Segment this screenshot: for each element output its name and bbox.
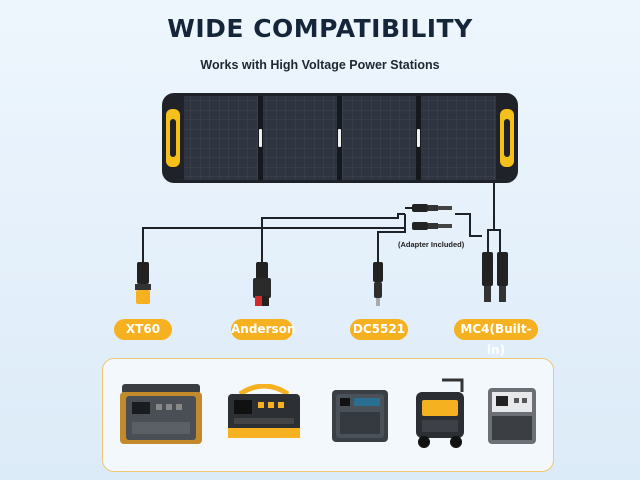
connector-badge-xt60: XT60: [114, 319, 172, 340]
connector-badge-dc5521: DC5521: [350, 319, 408, 340]
power-station-4-image: [416, 378, 464, 448]
connector-badge-anderson: Anderson: [231, 319, 295, 340]
cable-diagram: [135, 183, 508, 306]
page-title: WIDE COMPATIBILITY: [167, 14, 473, 43]
solar-panel-image: [162, 93, 518, 183]
dc5521-plug: [373, 262, 383, 306]
power-station-3-image: [332, 390, 388, 442]
xt60-plug: [135, 262, 151, 304]
power-station-2-image: [228, 384, 300, 438]
power-station-5-image: [488, 388, 536, 444]
anderson-plug: [253, 262, 271, 306]
power-station-1-image: [120, 384, 202, 444]
mc4-plug: [482, 252, 508, 302]
connector-badge-mc4: MC4(Built-in): [454, 319, 538, 357]
adapter-note: (Adapter Included): [398, 240, 465, 249]
mc4-adapter-icon: [412, 204, 452, 230]
page-subtitle: Works with High Voltage Power Stations: [200, 58, 440, 72]
